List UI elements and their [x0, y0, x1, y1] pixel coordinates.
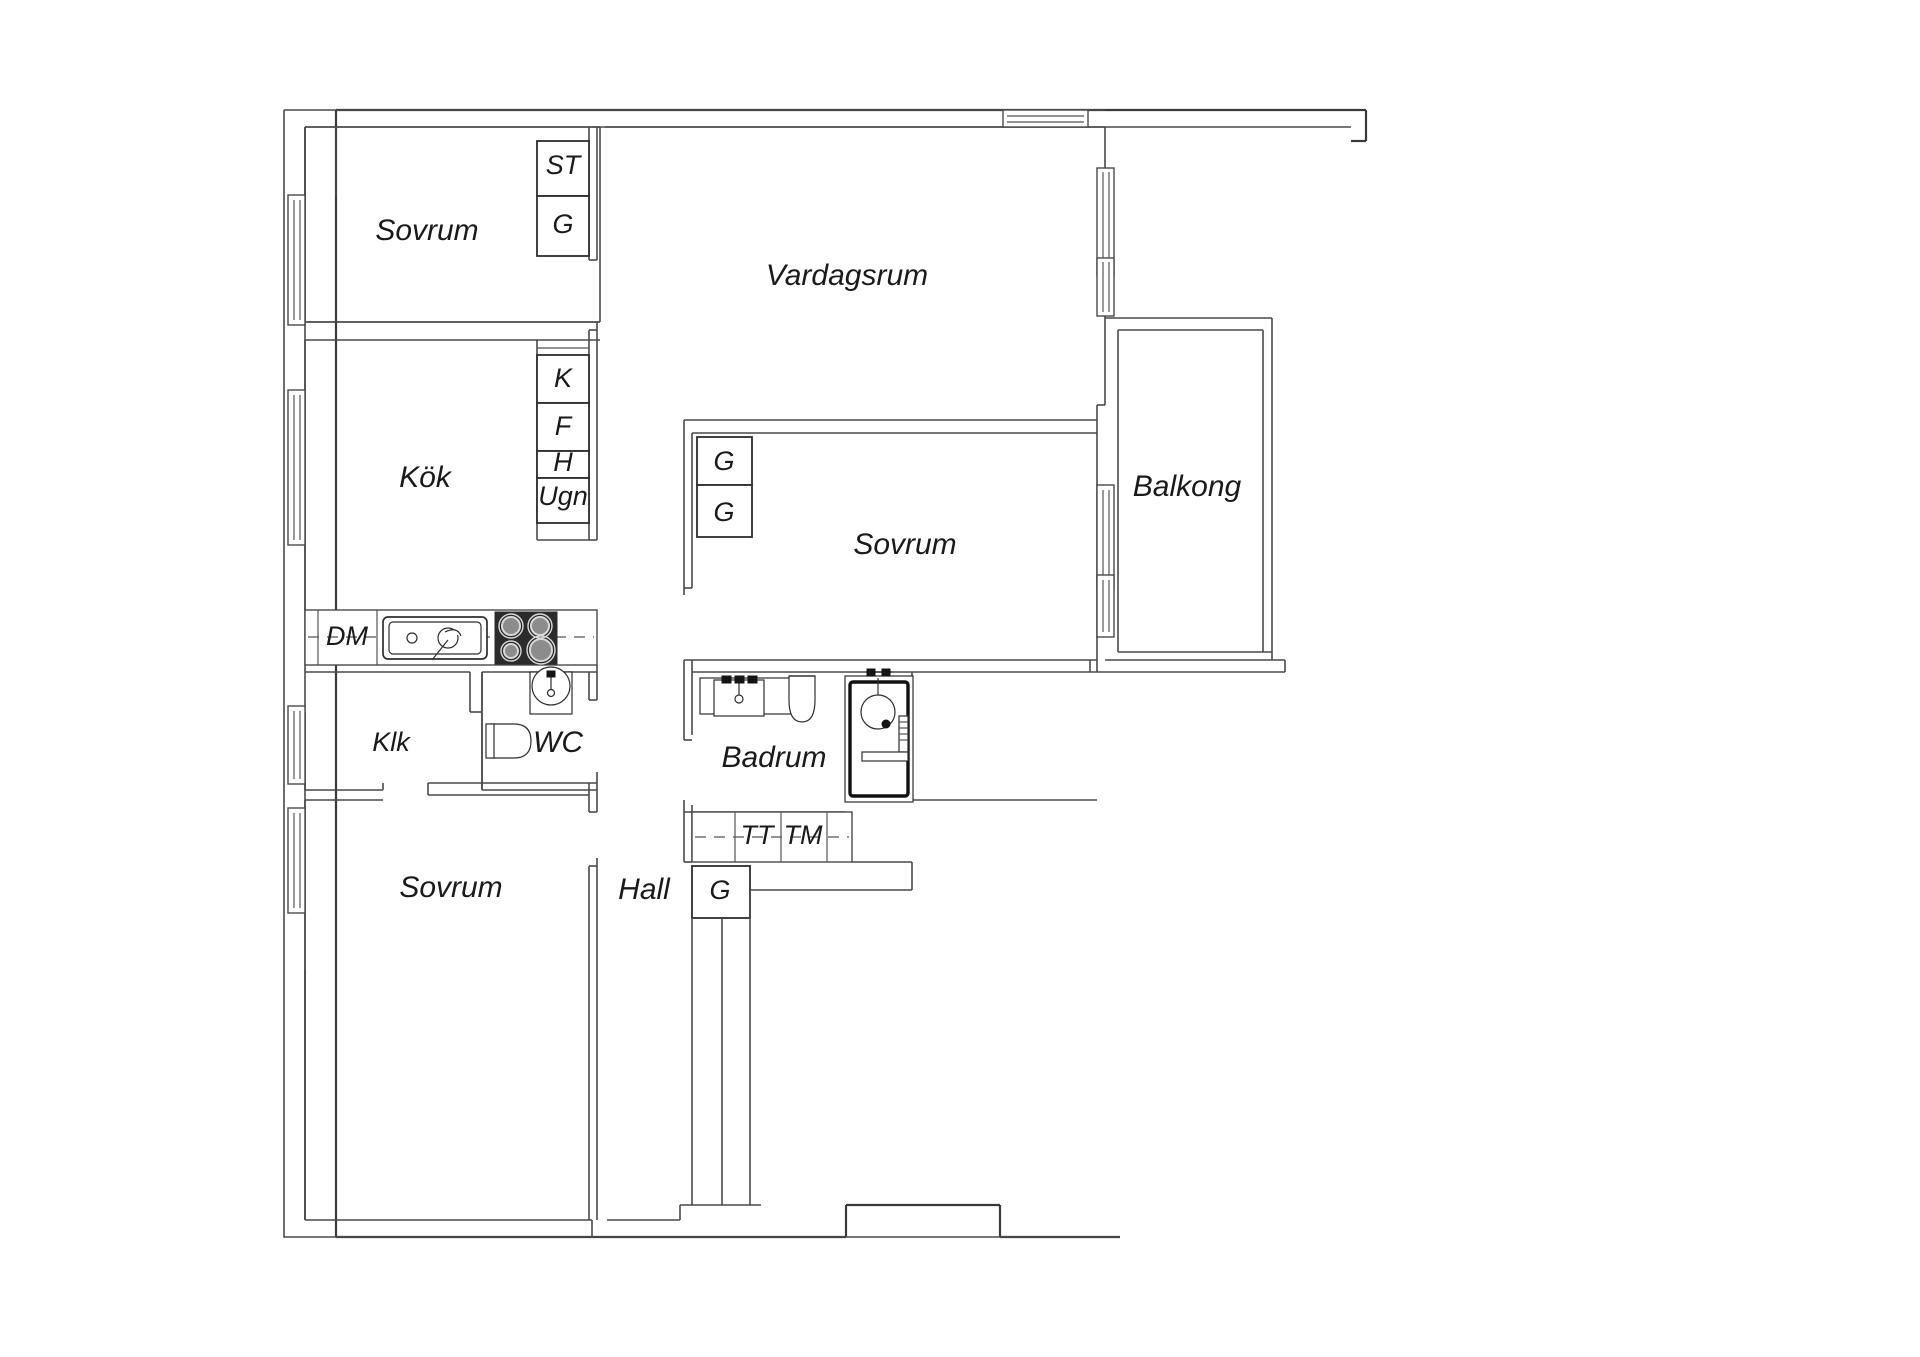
wc-toilet	[485, 723, 532, 759]
fixture-label-dishwasher-dm: DM	[326, 621, 368, 651]
laundry-row	[691, 811, 853, 863]
fixture-label-fridge-f: F	[555, 411, 573, 441]
room-label-vardagsrum: Vardagsrum	[766, 259, 928, 292]
window-right-lower-a	[1096, 484, 1115, 591]
room-label-sovrum-top-left: Sovrum	[375, 214, 478, 247]
room-label-badrum: Badrum	[721, 741, 826, 774]
fixture-label-cabinet-h: H	[553, 447, 573, 477]
fixture-label-tumble-dryer-tt: TT	[741, 820, 776, 850]
room-labels: Sovrum Vardagsrum Kök Balkong Sovrum Klk…	[372, 214, 1241, 906]
fixture-label-cabinet-k: K	[554, 363, 573, 393]
badrum-bathtub-shower	[844, 668, 914, 803]
window-right-mid	[1096, 257, 1115, 317]
room-label-hall: Hall	[618, 873, 671, 906]
fixture-label-wardrobe-g-3: G	[713, 497, 734, 527]
fixture-label-storage-st: ST	[546, 150, 583, 180]
fixture-label-wardrobe-g-4: G	[709, 875, 730, 905]
window-left-1	[287, 194, 306, 326]
room-label-sovrum-middle: Sovrum	[853, 528, 956, 561]
fixture-label-oven-ugn: Ugn	[538, 481, 588, 511]
window-left-3	[287, 705, 306, 785]
fixture-label-wardrobe-g-1: G	[552, 209, 573, 239]
room-label-kok: Kök	[399, 461, 453, 494]
fixture-label-wardrobe-g-2: G	[713, 446, 734, 476]
balcony-outline	[1097, 317, 1286, 673]
fixture-label-washer-tm: TM	[784, 820, 823, 850]
window-right-upper	[1096, 167, 1115, 277]
window-right-lower-b	[1096, 574, 1115, 638]
wc-sink	[529, 666, 573, 715]
window-top-right	[1002, 109, 1089, 128]
fixture-labels: ST G K F H Ugn DM G G TT TM G	[326, 150, 823, 905]
window-left-4	[287, 807, 306, 914]
badrum-vanity	[699, 675, 793, 717]
kitchen-stove	[494, 611, 558, 665]
room-label-sovrum-bottom-left: Sovrum	[399, 871, 502, 904]
room-label-klk: Klk	[372, 727, 411, 757]
window-left-2	[287, 389, 306, 546]
room-label-wc: WC	[533, 726, 583, 759]
badrum-toilet	[788, 675, 816, 723]
kitchen-sink	[382, 616, 488, 661]
room-label-balkong: Balkong	[1133, 470, 1242, 503]
